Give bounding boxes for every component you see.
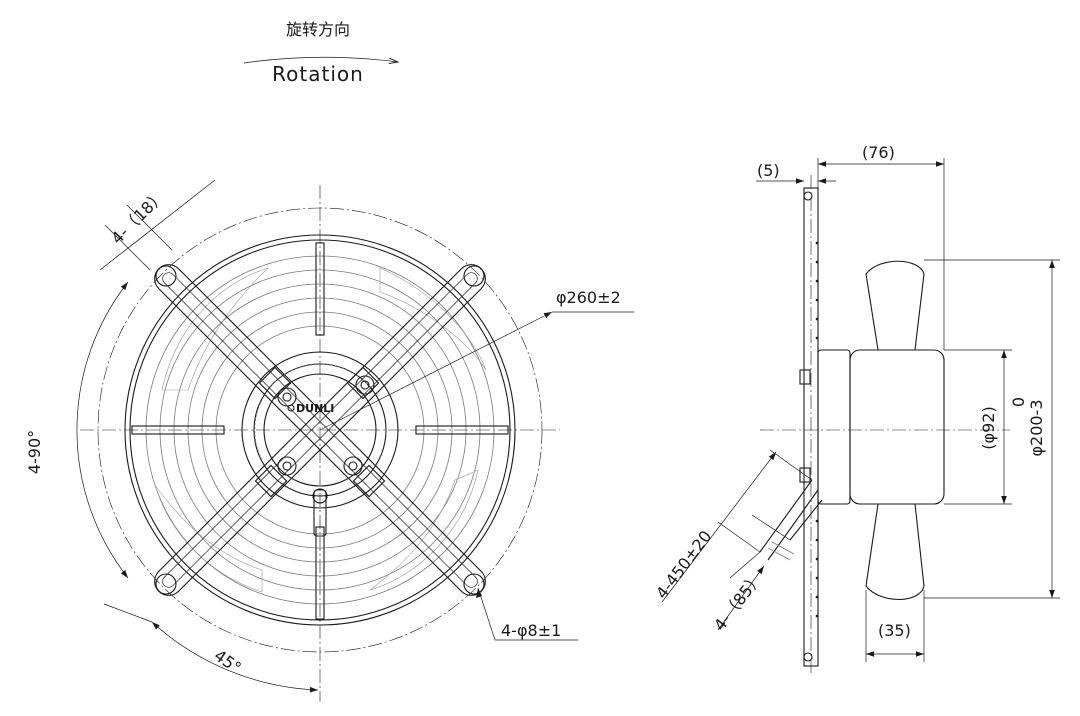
dim-92: (φ92) bbox=[944, 349, 1012, 505]
side-view: (5) (76) (φ92) φ200-3 0 bbox=[652, 143, 1060, 675]
rotation-arrow bbox=[243, 56, 398, 63]
rotation-en: Rotation bbox=[272, 62, 364, 86]
dim-angle-90: 4-90° bbox=[25, 281, 129, 579]
mounting-arms bbox=[154, 264, 486, 596]
dim-85-text: 4-（85） bbox=[710, 568, 766, 634]
dim-200: φ200-3 0 bbox=[924, 259, 1060, 599]
cable bbox=[759, 479, 823, 561]
brand-logo: DUNLI bbox=[296, 402, 334, 415]
blade-bottom bbox=[865, 503, 925, 601]
fan-blades bbox=[154, 267, 487, 593]
dim-450-text: 4-450±20 bbox=[652, 527, 715, 603]
dim-hole-8-text: 4-φ8±1 bbox=[501, 621, 561, 640]
screw-tr bbox=[355, 375, 375, 395]
dim-diameter-260-text: φ260±2 bbox=[556, 288, 621, 307]
dim-5-text: (5) bbox=[757, 161, 780, 180]
motor-flange bbox=[817, 349, 851, 505]
front-view: DUNLI φ260±2 4-φ8±1 4-90° 45° bbox=[25, 179, 634, 702]
dim-200-tol-text: 0 bbox=[1009, 397, 1028, 407]
guard-struts bbox=[131, 242, 509, 620]
dim-92-text: (φ92) bbox=[979, 406, 998, 449]
dim-450: 4-450±20 bbox=[652, 449, 813, 603]
screw-br bbox=[343, 456, 363, 476]
screw-bl bbox=[277, 456, 297, 476]
dim-76-text: (76) bbox=[862, 143, 895, 162]
dim-35-text: (35) bbox=[878, 621, 911, 640]
guard-dots bbox=[815, 241, 819, 618]
dim-angle-45-text: 45° bbox=[211, 646, 245, 678]
dim-angle-90-text: 4-90° bbox=[25, 430, 44, 474]
motor-body bbox=[849, 349, 945, 505]
dim-diameter-260: φ260±2 bbox=[319, 288, 634, 431]
blade-top bbox=[865, 260, 925, 351]
dim-5: (5) bbox=[756, 161, 836, 184]
screw-tl bbox=[277, 387, 297, 407]
dim-85: 4-（85） bbox=[710, 514, 791, 634]
dim-76: (76) bbox=[817, 143, 945, 350]
dim-slot-18: 4-（18） bbox=[99, 179, 216, 271]
rotation-cn: 旋转方向 bbox=[286, 20, 350, 39]
dim-slot-18-text: 4-（18） bbox=[107, 186, 169, 248]
dim-35: (35) bbox=[865, 590, 925, 662]
dim-hole-8: 4-φ8±1 bbox=[476, 587, 578, 641]
dim-200-text: φ200-3 bbox=[1027, 399, 1046, 456]
rotation-label: 旋转方向 Rotation bbox=[243, 20, 398, 86]
motor-hub: DUNLI bbox=[241, 351, 399, 537]
